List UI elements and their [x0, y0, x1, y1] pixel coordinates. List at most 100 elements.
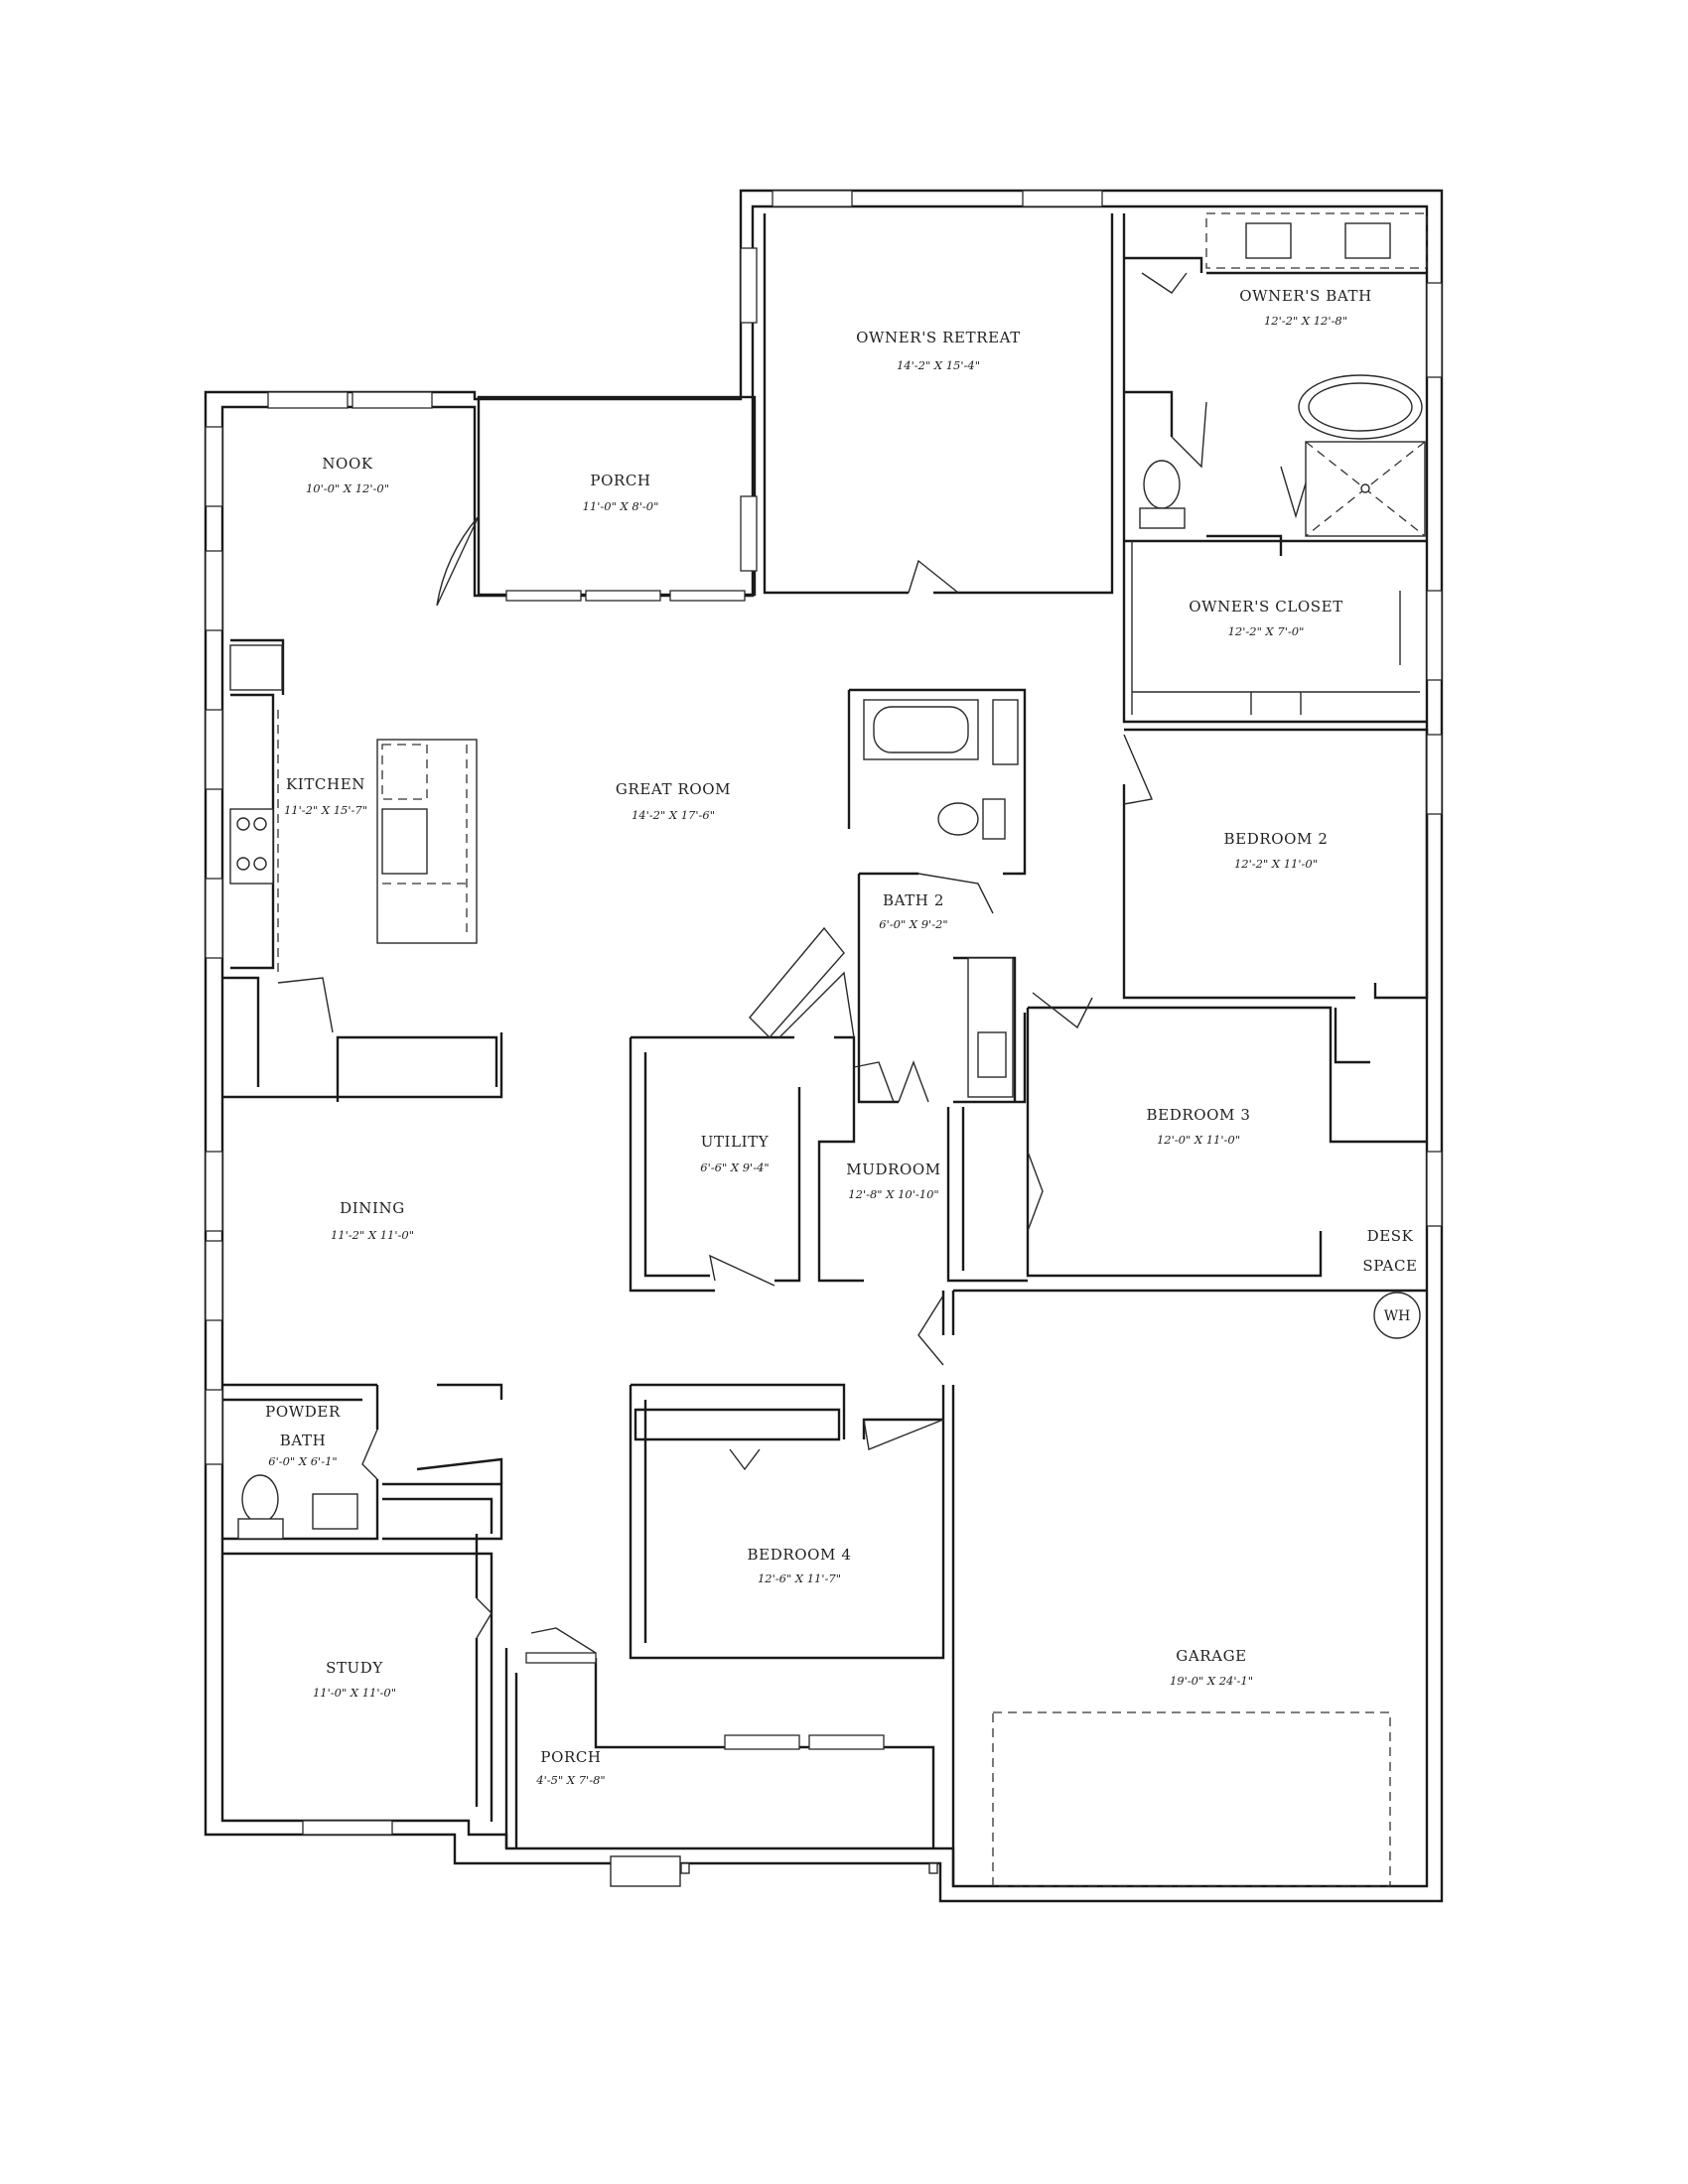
window — [267, 391, 349, 409]
window — [772, 190, 853, 207]
window — [1426, 590, 1443, 681]
windows — [205, 190, 1443, 1836]
porch-front-label: PORCH — [540, 1748, 601, 1766]
window — [205, 1389, 223, 1465]
window — [585, 590, 661, 602]
window — [740, 247, 758, 324]
powder-bath-label-1: POWDER — [265, 1403, 341, 1421]
owners-closet-dims: 12'-2" X 7'-0" — [1228, 624, 1305, 638]
door-swing — [1171, 401, 1207, 469]
owners-retreat-walls — [763, 213, 1114, 595]
exterior-wall-outer — [204, 189, 1444, 1903]
study-label: STUDY — [326, 1659, 383, 1677]
door-swing — [1141, 272, 1188, 294]
door-swing — [436, 515, 480, 607]
door-swing — [709, 1254, 775, 1287]
bath-2-dims: 6'-0" X 9'-2" — [879, 917, 947, 931]
door-swing — [729, 1448, 761, 1471]
porch-rear-walls — [477, 395, 757, 597]
owners-retreat-dims: 14'-2" X 15'-4" — [897, 358, 980, 372]
utility-label: UTILITY — [701, 1133, 770, 1151]
exterior-wall-inner — [220, 205, 1429, 1888]
mudroom-dims: 12'-8" X 10'-10" — [848, 1187, 938, 1201]
exterior-walls — [204, 189, 1444, 1903]
window — [525, 1652, 597, 1664]
nook-label: NOOK — [322, 455, 373, 473]
sink — [977, 1031, 1007, 1078]
room-labels: OWNER'S RETREAT 14'-2" X 15'-4" OWNER'S … — [265, 287, 1417, 1787]
window — [205, 878, 223, 959]
vanity — [1205, 212, 1428, 269]
mudroom-label: MUDROOM — [846, 1160, 940, 1178]
window — [205, 1151, 223, 1232]
water-heater-label: WH — [1384, 1308, 1411, 1324]
bath-2-label: BATH 2 — [883, 891, 944, 909]
bedroom-4-label: BEDROOM 4 — [748, 1546, 852, 1564]
bedroom-3-label: BEDROOM 3 — [1147, 1106, 1251, 1124]
window — [808, 1734, 885, 1750]
sink — [312, 1493, 358, 1530]
bedroom-2-dims: 12'-2" X 11'-0" — [1234, 857, 1318, 871]
great-room-label: GREAT ROOM — [616, 780, 731, 798]
door-swing — [277, 977, 334, 1033]
powder-bath-label-2: BATH — [280, 1432, 327, 1449]
window — [740, 495, 758, 572]
study-dims: 11'-0" X 11'-0" — [313, 1686, 396, 1700]
window — [205, 709, 223, 790]
toilet — [241, 1474, 279, 1524]
window — [1426, 282, 1443, 378]
porch-rear-dims: 11'-0" X 8'-0" — [583, 499, 659, 513]
window — [1426, 734, 1443, 815]
refrigerator — [229, 644, 283, 691]
door-swing — [908, 559, 959, 594]
bathtub — [1298, 374, 1423, 440]
kitchen-label: KITCHEN — [286, 775, 365, 793]
sink — [381, 808, 428, 875]
window — [505, 590, 582, 602]
toilet — [937, 802, 979, 836]
window — [1426, 1151, 1443, 1227]
toilet — [1143, 460, 1181, 509]
window — [352, 391, 433, 409]
interior-walls — [222, 213, 1429, 1886]
door-swing — [530, 1627, 597, 1654]
doors — [277, 272, 1312, 1654]
door-swing — [917, 873, 994, 914]
porch-front-dims: 4'-5" X 7'-8" — [535, 1773, 605, 1787]
porch-rear-label: PORCH — [590, 472, 650, 489]
garage-dims: 19'-0" X 24'-1" — [1170, 1674, 1253, 1688]
garage-label: GARAGE — [1176, 1647, 1246, 1665]
bedroom-3-dims: 12'-0" X 11'-0" — [1157, 1133, 1240, 1147]
window — [205, 550, 223, 631]
door-swing — [361, 1429, 378, 1480]
door-swing — [863, 1419, 944, 1450]
desk-space-label-1: DESK — [1367, 1227, 1414, 1245]
fixtures: WH — [229, 212, 1428, 1887]
range — [229, 808, 274, 885]
window — [669, 590, 746, 602]
sink — [1344, 222, 1391, 259]
window — [205, 1240, 223, 1321]
owners-bath-label: OWNER'S BATH — [1239, 287, 1372, 305]
nook-dims: 10'-0" X 12'-0" — [306, 481, 389, 495]
owners-closet-label: OWNER'S CLOSET — [1189, 598, 1343, 615]
desk-space-label-2: SPACE — [1362, 1257, 1417, 1275]
garage-door-outline — [992, 1711, 1391, 1887]
window — [1022, 190, 1103, 207]
bedroom-4-dims: 12'-6" X 11'-7" — [758, 1571, 841, 1585]
powder-bath-dims: 6'-0" X 6'-1" — [268, 1454, 337, 1468]
kitchen-dims: 11'-2" X 15'-7" — [284, 803, 367, 817]
owners-bath-dims: 12'-2" X 12'-8" — [1264, 314, 1347, 328]
door-swing — [917, 1295, 944, 1366]
door-swing — [1027, 1151, 1044, 1232]
window — [724, 1734, 800, 1750]
door-swing — [476, 1597, 492, 1639]
door-swing — [1123, 734, 1153, 805]
sink — [1245, 222, 1292, 259]
door-swing — [1032, 992, 1093, 1029]
dining-label: DINING — [340, 1199, 405, 1217]
door-swing — [898, 1060, 929, 1103]
door-swing — [853, 1061, 895, 1103]
bathtub — [863, 699, 979, 760]
